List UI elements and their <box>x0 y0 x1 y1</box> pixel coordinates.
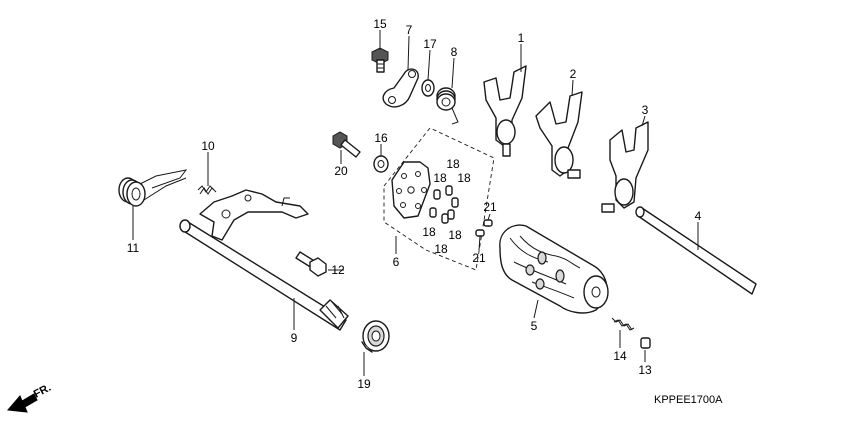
part-1-shift-fork <box>483 65 527 157</box>
callout-13: 13 <box>638 363 652 377</box>
part-8-spring <box>436 87 459 125</box>
callout-18f: 18 <box>434 242 448 256</box>
callout-9: 9 <box>291 331 298 345</box>
part-5-shift-drum <box>499 224 609 314</box>
callout-21b: 21 <box>472 251 486 265</box>
part-14-spring <box>611 317 635 331</box>
callout-18e: 18 <box>448 228 462 242</box>
callout-6: 6 <box>393 255 400 269</box>
callout-18c: 18 <box>457 171 471 185</box>
callout-8: 8 <box>451 45 458 59</box>
callout-16: 16 <box>374 131 388 145</box>
part-6-plate <box>391 161 431 219</box>
callout-1: 1 <box>518 31 525 45</box>
diagram-code: KPPEE1700A <box>654 394 723 406</box>
part-7-arm <box>382 68 419 108</box>
part-18-pins <box>429 185 459 224</box>
callout-5: 5 <box>531 319 538 333</box>
callout-20: 20 <box>334 164 348 178</box>
part-4-fork-shaft <box>635 206 757 295</box>
callout-labels: 1 2 3 4 5 6 7 8 9 10 11 12 13 14 15 16 1… <box>127 17 702 391</box>
callout-3: 3 <box>642 103 649 117</box>
callout-7: 7 <box>406 23 413 37</box>
callout-11: 11 <box>127 241 140 255</box>
part-17-washer <box>421 79 435 97</box>
callout-17: 17 <box>423 37 437 51</box>
callout-19: 19 <box>357 377 371 391</box>
callout-21a: 21 <box>483 200 497 214</box>
callout-2: 2 <box>570 67 577 81</box>
front-direction-arrow: FR. <box>7 382 53 413</box>
callout-18b: 18 <box>433 171 447 185</box>
callout-4: 4 <box>695 209 702 223</box>
callout-10: 10 <box>201 139 215 153</box>
part-12-bolt <box>295 251 327 277</box>
part-10-spring <box>197 185 217 195</box>
leader-lines <box>132 30 699 376</box>
part-21-pins <box>475 219 493 237</box>
part-2-shift-fork <box>535 91 583 179</box>
part-11-spring <box>118 169 188 207</box>
callout-18d: 18 <box>422 225 436 239</box>
part-19-oil-seal <box>361 320 390 353</box>
callout-14: 14 <box>613 349 627 363</box>
part-20-bolt <box>332 131 361 158</box>
part-13-plunger <box>640 337 651 349</box>
part-15-bolt <box>371 47 389 73</box>
callout-15: 15 <box>373 17 387 31</box>
part-16-washer <box>373 155 389 173</box>
part-9-gearshift-spindle <box>179 189 349 331</box>
callout-12: 12 <box>331 263 345 277</box>
part-3-shift-fork <box>601 121 649 213</box>
callout-18a: 18 <box>446 157 460 171</box>
direction-label: FR. <box>32 382 53 401</box>
